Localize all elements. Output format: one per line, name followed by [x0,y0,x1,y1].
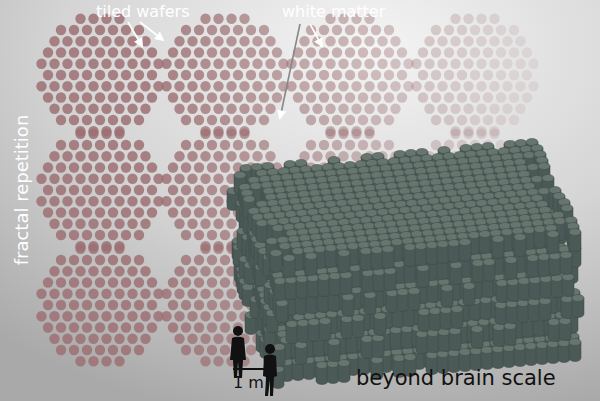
caption-label: beyond brain scale [356,368,556,389]
leader-arrows [128,22,322,118]
scale-bar [233,368,267,370]
callout-label: tiled wafers [96,4,190,20]
wafer-pattern [36,14,538,367]
wafer-stack [227,139,584,389]
scale-label: 1 m [233,375,264,391]
human-silhouettes [230,326,277,396]
axis-label: fractal repetition [13,115,31,266]
callout-label: white matter [282,4,385,20]
